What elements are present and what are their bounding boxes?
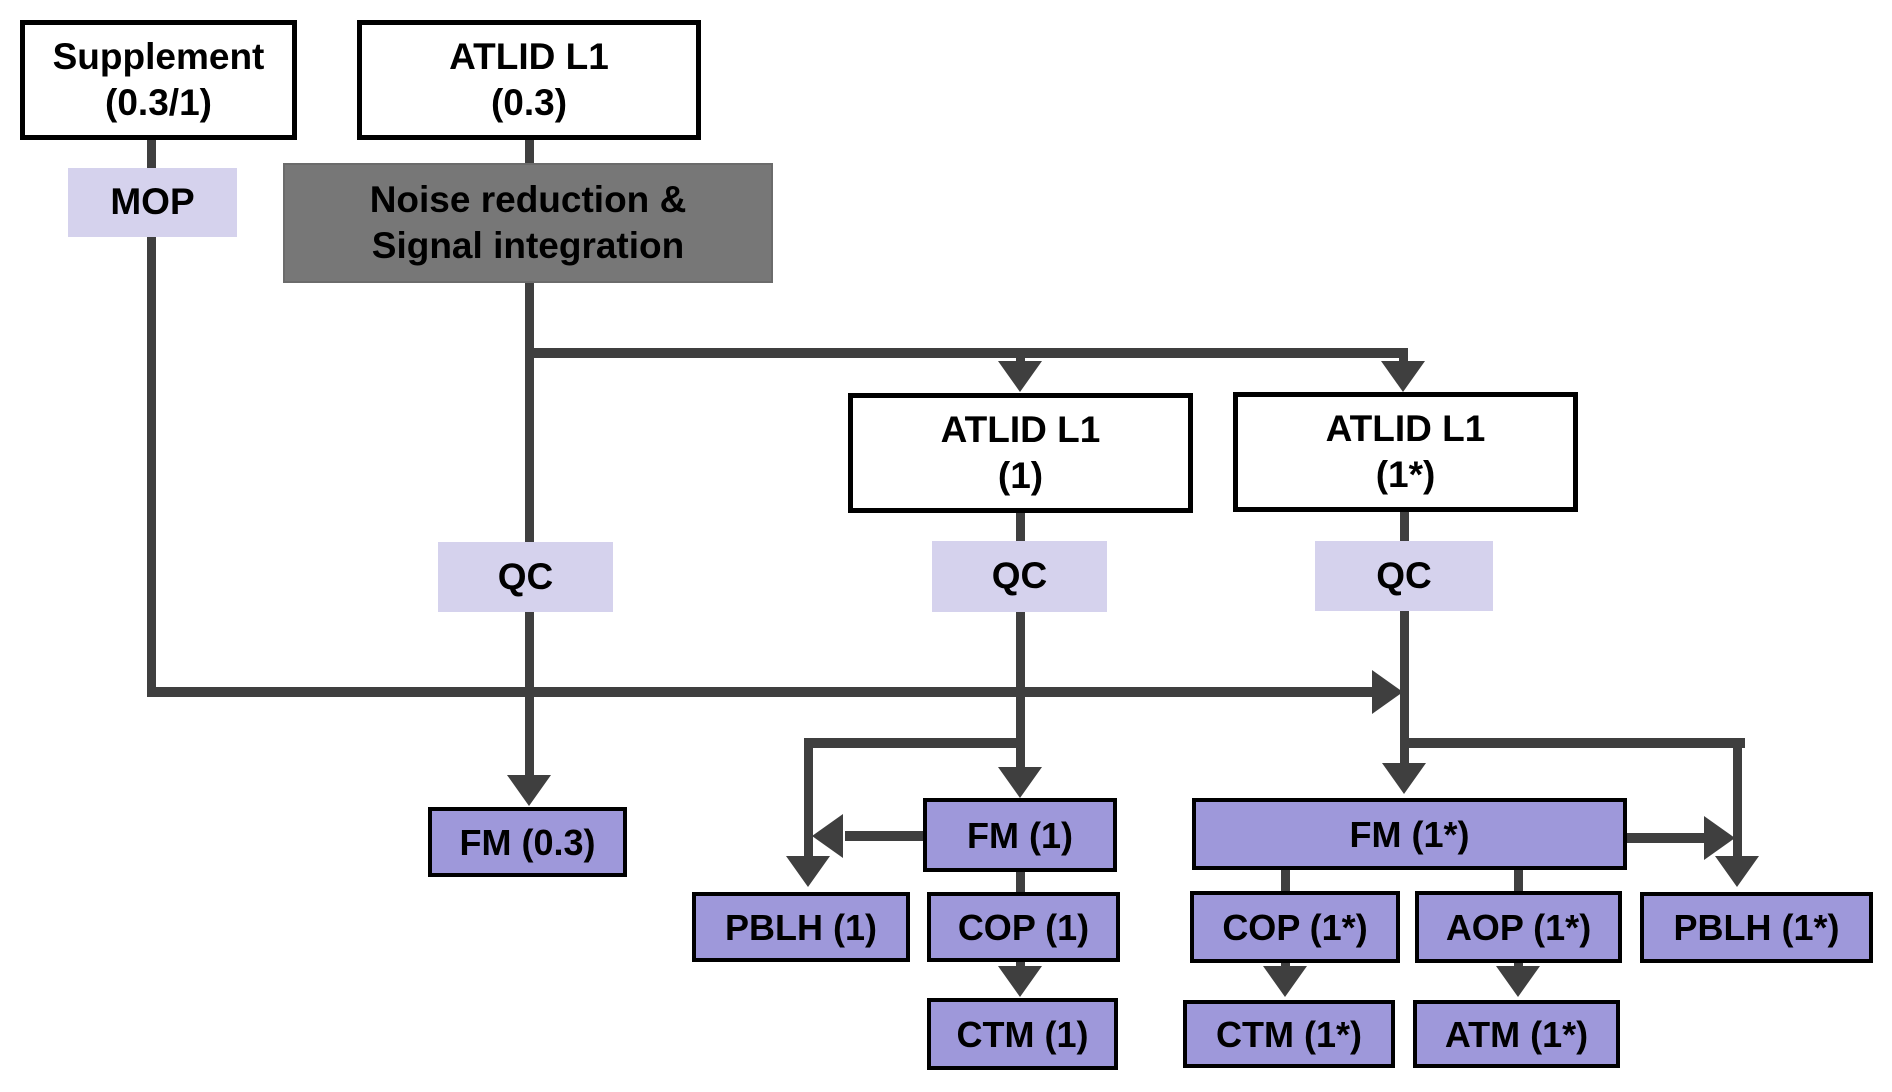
- node-atlid-l1-1: ATLID L1 (1): [848, 393, 1193, 513]
- node-label: (0.3/1): [105, 82, 212, 123]
- connector-branch-pblh1-h: [808, 738, 1020, 748]
- connector-fm1star-right: [1627, 833, 1707, 843]
- node-label: ATLID L1: [449, 35, 609, 77]
- connector-fm1star-cop1star: [1281, 870, 1290, 891]
- node-qc-left: QC: [438, 542, 613, 612]
- node-label: Noise reduction &: [369, 178, 687, 220]
- node-atlid-l1-1star: ATLID L1 (1*): [1233, 392, 1578, 512]
- node-label: AOP (1*): [1445, 906, 1592, 948]
- arrowhead-right-icon: [1704, 816, 1735, 860]
- node-cop-1star: COP (1*): [1190, 891, 1400, 963]
- arrowhead-down-icon: [1496, 966, 1540, 997]
- connector-cop1-ctm1: [1016, 962, 1025, 968]
- node-label: (1*): [1375, 454, 1436, 495]
- node-ctm-1: CTM (1): [927, 998, 1118, 1070]
- connector-atlid03-noise: [525, 140, 534, 163]
- connector-branch-pblh1star-h: [1404, 738, 1745, 748]
- node-label: PBLH (1): [725, 906, 877, 948]
- node-noise-reduction: Noise reduction & Signal integration: [283, 163, 773, 283]
- connector-aop1star-atm1star: [1514, 963, 1523, 968]
- node-supplement: Supplement (0.3/1): [20, 20, 297, 140]
- node-label: QC: [1376, 554, 1432, 596]
- arrowhead-down-icon: [1715, 856, 1759, 887]
- node-label: COP (1): [957, 906, 1090, 948]
- arrowhead-down-icon: [507, 775, 551, 806]
- arrowhead-down-icon: [786, 856, 830, 887]
- connector-branch-top: [525, 348, 1408, 358]
- node-label: PBLH (1*): [1673, 907, 1840, 948]
- node-atlid-l1-03: ATLID L1 (0.3): [357, 20, 701, 140]
- node-qc-right: QC: [1315, 541, 1493, 611]
- connector-mop-down: [147, 237, 156, 696]
- node-ctm-1star: CTM (1*): [1183, 1000, 1395, 1068]
- arrowhead-down-icon: [1263, 966, 1307, 997]
- node-label: ATLID L1: [940, 408, 1101, 450]
- connector-qc-fm1star: [1400, 611, 1409, 763]
- node-cop-1: COP (1): [927, 892, 1120, 962]
- node-label: FM (1): [967, 814, 1073, 856]
- connector-branch-pblh1star-v: [1733, 738, 1742, 858]
- node-fm-03: FM (0.3): [428, 807, 627, 877]
- node-label: QC: [991, 555, 1048, 597]
- node-fm-1: FM (1): [923, 798, 1117, 872]
- node-pblh-1star: PBLH (1*): [1640, 892, 1873, 963]
- connector-drop-atlid1star: [1399, 348, 1408, 362]
- connector-branch-pblh1-v: [804, 738, 813, 858]
- connector-noise-fm03: [525, 283, 534, 775]
- connector-cop1star-ctm1star: [1281, 963, 1290, 968]
- node-label: CTM (1): [956, 1013, 1089, 1055]
- node-label: (1): [997, 455, 1044, 496]
- node-label: Signal integration: [371, 225, 685, 266]
- node-label: Supplement: [52, 35, 265, 77]
- node-label: COP (1*): [1222, 906, 1368, 948]
- node-fm-1star: FM (1*): [1192, 798, 1627, 870]
- arrowhead-down-icon: [1382, 763, 1426, 794]
- node-label: ATM (1*): [1444, 1013, 1589, 1055]
- node-atm-1star: ATM (1*): [1413, 1000, 1620, 1068]
- node-label: (0.3): [490, 82, 568, 123]
- connector-drop-atlid1: [1016, 352, 1025, 362]
- node-label: FM (0.3): [459, 821, 596, 863]
- connector-mop-horizontal: [147, 687, 1373, 697]
- arrowhead-down-icon: [1381, 361, 1425, 392]
- node-label: MOP: [110, 181, 195, 223]
- connector-fm1-cop1: [1016, 872, 1025, 892]
- arrowhead-right-icon: [1372, 670, 1403, 714]
- arrowhead-down-icon: [998, 767, 1042, 798]
- connector-supplement-mop: [147, 140, 156, 168]
- node-label: CTM (1*): [1216, 1013, 1362, 1055]
- connector-atlid1star-qc: [1400, 512, 1409, 541]
- node-mop: MOP: [68, 168, 237, 237]
- node-label: FM (1*): [1349, 813, 1470, 855]
- node-label: ATLID L1: [1325, 407, 1486, 449]
- arrowhead-down-icon: [998, 966, 1042, 997]
- node-label: QC: [497, 555, 554, 597]
- arrowhead-down-icon: [998, 361, 1042, 392]
- node-pblh-1: PBLH (1): [692, 892, 910, 962]
- connector-qc-fm1: [1016, 612, 1025, 768]
- connector-fm1-left: [845, 831, 923, 841]
- node-qc-mid: QC: [932, 541, 1107, 612]
- arrowhead-left-icon: [812, 814, 843, 858]
- connector-atlid1-qc: [1016, 513, 1025, 541]
- connector-fm1star-aop1star: [1514, 870, 1523, 891]
- node-aop-1star: AOP (1*): [1415, 891, 1622, 963]
